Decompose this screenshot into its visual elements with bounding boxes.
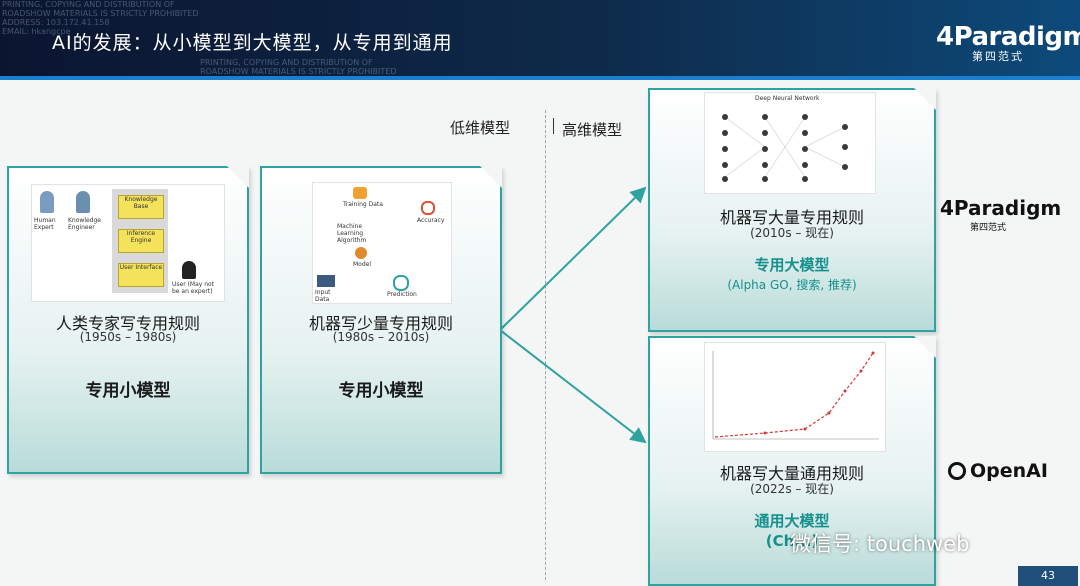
model-icon xyxy=(355,247,367,259)
card-fold xyxy=(227,166,249,188)
card-title: 机器写少量专用规则 xyxy=(308,314,453,333)
diagram-node: Machine Learning Algorithm xyxy=(337,223,367,244)
card-title: 机器写大量通用规则 xyxy=(719,464,864,483)
card-special-large: Deep Neural Network 机器写大量专用规则 (2010s – 现… xyxy=(648,88,936,332)
diagram-node: Accuracy xyxy=(417,217,445,224)
arrow-to-special-large xyxy=(499,186,647,331)
expert-system-diagram: Human Expert Knowledge Engineer Knowledg… xyxy=(31,184,225,302)
person-icon xyxy=(76,191,90,213)
card-title: 机器写大量专用规则 xyxy=(719,208,864,227)
diagram-node: Knowledge Engineer xyxy=(68,217,101,231)
dnn-diagram: Deep Neural Network xyxy=(704,92,876,194)
card-years: (1980s – 2010s) xyxy=(332,330,430,344)
lightbulb-icon xyxy=(393,275,409,291)
card-fold xyxy=(914,88,936,110)
card-years: (2022s – 现在) xyxy=(750,482,834,496)
paradigm-logo: 4Paradigm 第四范式 xyxy=(940,196,1061,233)
header-stripe xyxy=(0,76,1080,80)
diagram-heading: Deep Neural Network xyxy=(755,95,820,102)
diagram-node: Prediction xyxy=(387,291,417,298)
low-dim-label: 低维模型 xyxy=(450,119,511,137)
arrow-to-general-large xyxy=(499,329,647,444)
diagram-node: User (May not be an expert) xyxy=(172,281,215,295)
paradigm-logo-subtext: 第四范式 xyxy=(970,223,1007,233)
card-examples: (Ch...) xyxy=(765,532,819,550)
dimension-divider xyxy=(545,110,546,580)
logo-text: 4Paradigm xyxy=(936,22,1080,52)
llm-growth-chart xyxy=(704,342,886,452)
card-examples: (Alpha GO, 搜索, 推荐) xyxy=(727,278,857,292)
person-icon xyxy=(40,191,54,213)
diagram-node: Input Data xyxy=(315,289,331,303)
card-fold xyxy=(480,166,502,188)
database-icon xyxy=(353,187,367,199)
card-title: 人类专家写专用规则 xyxy=(55,314,200,333)
openai-logo: OpenAI xyxy=(948,460,1048,482)
card-general-large: 机器写大量通用规则 (2022s – 现在) 通用大模型 (Ch...) xyxy=(648,336,936,586)
user-icon xyxy=(182,261,196,279)
watermark-text-mid: PRINTING, COPYING AND DISTRIBUTION OF RO… xyxy=(200,58,397,76)
paradigm-logo-text: 4Paradigm xyxy=(940,196,1062,220)
company-logo: 4Paradigm 第四范式 xyxy=(936,22,1080,64)
watermark-text-top: PRINTING, COPYING AND DISTRIBUTION OF RO… xyxy=(2,0,199,36)
card-human-expert: Human Expert Knowledge Engineer Knowledg… xyxy=(7,166,249,474)
high-dim-label: 高维模型 xyxy=(562,121,623,139)
growth-curve-graphic xyxy=(712,351,879,440)
diagram-node: Training Data xyxy=(343,201,383,208)
divider-tick xyxy=(553,118,554,134)
magnifier-icon xyxy=(421,201,435,215)
computer-icon xyxy=(317,275,335,287)
card-fold xyxy=(914,336,936,358)
slide-title: AI的发展：从小模型到大模型，从专用到通用 xyxy=(52,32,453,54)
card-model-type: 通用大模型 xyxy=(754,512,830,530)
card-years: (2010s – 现在) xyxy=(750,226,834,240)
wechat-watermark: 微信号: touchweb xyxy=(790,532,970,556)
page-number: 43 xyxy=(1018,566,1078,586)
diagram-node: Model xyxy=(353,261,372,268)
ml-pipeline-diagram: Training Data Machine Learning Algorithm… xyxy=(312,182,452,304)
diagram-node: Inference Engine xyxy=(118,229,164,253)
diagram-node: User Interface xyxy=(118,263,164,287)
logo-subtext: 第四范式 xyxy=(972,50,1024,63)
diagram-node: Human Expert xyxy=(34,217,56,231)
card-years: (1950s – 1980s) xyxy=(79,330,177,344)
neural-network-graphic xyxy=(722,114,848,182)
openai-knot-icon xyxy=(948,462,966,480)
card-model-type: 专用大模型 xyxy=(754,256,830,274)
slide-header xyxy=(0,0,1080,80)
card-model-type: 专用小模型 xyxy=(85,381,171,401)
openai-logo-text: OpenAI xyxy=(970,460,1048,482)
card-model-type: 专用小模型 xyxy=(338,381,424,401)
card-ml-rules: Training Data Machine Learning Algorithm… xyxy=(260,166,502,474)
diagram-node: Knowledge Base xyxy=(118,195,164,219)
